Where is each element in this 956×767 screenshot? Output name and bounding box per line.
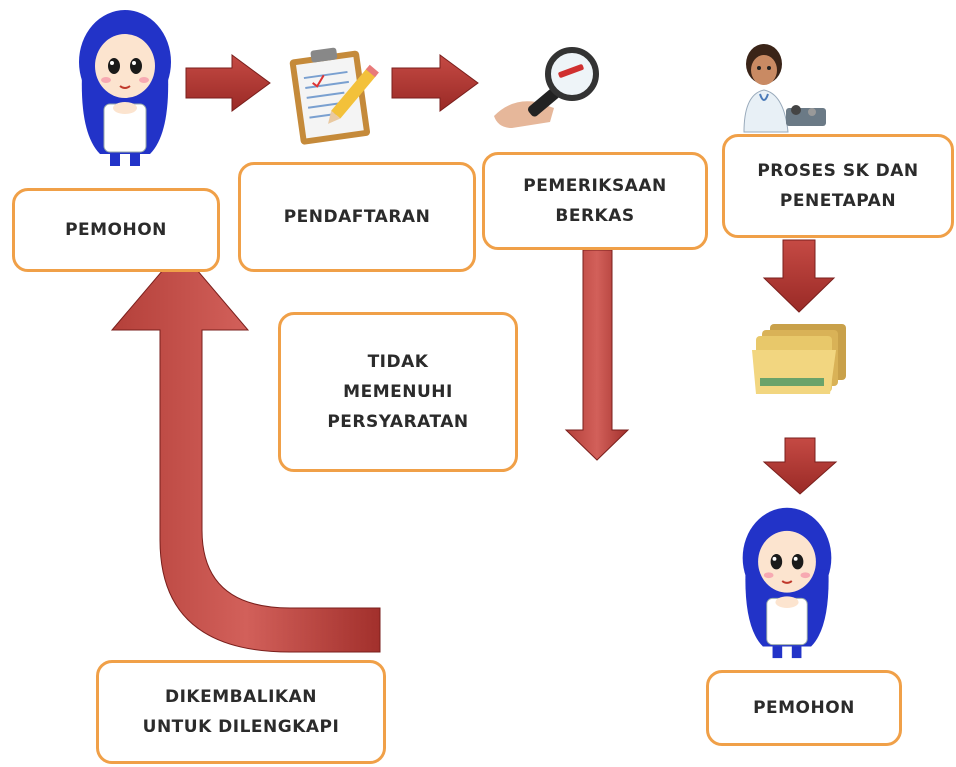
registration-form-icon: [289, 47, 379, 145]
arrow-to-pendaftaran: [185, 54, 271, 112]
arrow-down-from-proses: [762, 239, 836, 313]
node-label-line: MEMENUHI: [343, 382, 453, 402]
arrow-to-pemeriksaan: [391, 54, 479, 112]
node-label-line: DIKEMBALIKAN: [165, 687, 317, 707]
node-pemohon-end: PEMOHON: [706, 670, 902, 746]
hijab-girl-icon: [742, 507, 832, 659]
node-pemeriksaan-berkas: PEMERIKSAAN BERKAS: [482, 152, 708, 250]
node-label-line: TIDAK: [367, 352, 429, 372]
node-proses-sk: PROSES SK DAN PENETAPAN: [722, 134, 954, 238]
node-label-line: BERKAS: [555, 206, 635, 226]
node-label-line: PERSYARATAN: [327, 412, 469, 432]
magnifier-icon: [494, 47, 599, 128]
node-label-line: UNTUK DILENGKAPI: [142, 717, 340, 737]
arrow-return-to-pemohon: [110, 249, 381, 653]
node-label-line: PENETAPAN: [779, 191, 897, 211]
doctor-icon: [743, 44, 826, 133]
node-label: PENDAFTARAN: [283, 207, 431, 227]
node-label: PEMOHON: [65, 220, 167, 240]
node-label-line: PROSES SK DAN: [757, 161, 919, 181]
node-pemohon-start: PEMOHON: [12, 188, 220, 272]
folder-icon: [752, 324, 846, 394]
node-tidak-memenuhi: TIDAK MEMENUHI PERSYARATAN: [278, 312, 518, 472]
node-label-line: PEMERIKSAAN: [523, 176, 667, 196]
node-pendaftaran: PENDAFTARAN: [238, 162, 476, 272]
arrow-down-from-pemeriksaan: [564, 249, 630, 461]
hijab-girl-icon: [79, 10, 171, 166]
node-dikembalikan: DIKEMBALIKAN UNTUK DILENGKAPI: [96, 660, 386, 764]
node-label: PEMOHON: [753, 698, 855, 718]
arrow-down-from-folder: [762, 437, 838, 495]
